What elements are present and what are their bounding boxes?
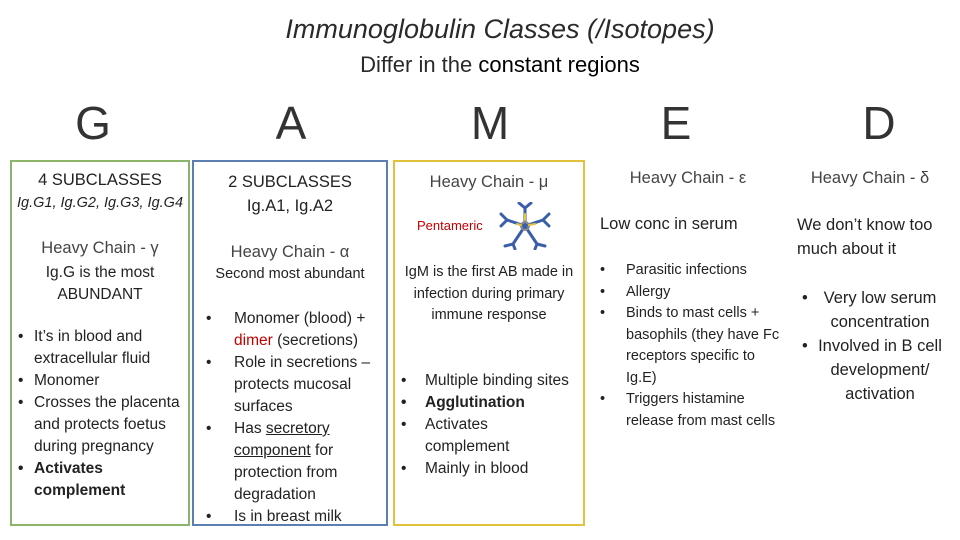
iga-bullet3-post: for protection from degradation xyxy=(234,442,338,503)
igg-bullet: It’s in blood and extracellular fluid xyxy=(12,326,182,370)
ige-bullet: Parasitic infections xyxy=(594,260,784,282)
iga-summary: Second most abundant xyxy=(215,266,365,282)
igd-bullet: Very low serum concentration xyxy=(796,286,950,334)
page-subtitle: Differ in the constant regions xyxy=(0,52,960,78)
ige-bullet: Triggers histamine release from mast cel… xyxy=(594,389,784,432)
igg-bullets: It’s in blood and extracellular fluid Mo… xyxy=(12,326,182,502)
igd-heavy-chain: Heavy Chain - δ xyxy=(810,169,930,187)
iga-secretory-component: secretory component xyxy=(234,420,330,459)
class-letter-d: D xyxy=(862,97,896,149)
class-letter-e: E xyxy=(660,97,692,149)
igm-bullet: Agglutination xyxy=(395,392,575,414)
ige-bullets: Parasitic infections Allergy Binds to ma… xyxy=(594,260,784,432)
class-letter-m: M xyxy=(470,97,510,149)
igg-subclasses-heading: 4 SUBCLASSES xyxy=(38,171,162,189)
ige-heavy-chain: Heavy Chain - ε xyxy=(629,169,747,187)
subtitle-plain: Differ in the xyxy=(360,52,479,77)
iga-subclasses-heading: 2 SUBCLASSES xyxy=(228,173,352,191)
igm-bullets: Multiple binding sites Agglutination Act… xyxy=(395,370,575,480)
igm-bullet: Multiple binding sites xyxy=(395,370,575,392)
igm-pentamer-icon xyxy=(499,202,551,250)
subtitle-emphasis: constant regions xyxy=(478,52,640,77)
iga-subclasses: Ig.A1, Ig.A2 xyxy=(246,197,334,215)
igm-summary: IgM is the first AB made in infection du… xyxy=(404,264,574,323)
igg-subclasses: Ig.G1, Ig.G2, Ig.G3, Ig.G4 xyxy=(16,195,184,211)
iga-bullet: Is in breast milk xyxy=(200,506,376,528)
class-letter-a: A xyxy=(275,97,307,149)
iga-dimer-text: dimer xyxy=(234,332,273,349)
igd-summary: We don’t know too much about it xyxy=(797,216,933,258)
iga-bullets: Monomer (blood) + dimer (secretions) Rol… xyxy=(200,308,376,528)
iga-bullet1-post: (secretions) xyxy=(277,332,359,349)
iga-bullet: Monomer (blood) + dimer (secretions) xyxy=(200,308,376,352)
ige-bullet: Allergy xyxy=(594,282,784,304)
iga-bullet3-pre: Has xyxy=(234,420,262,437)
ige-summary: Low conc in serum xyxy=(600,215,738,233)
igg-bullet: Crosses the placenta and protects foetus… xyxy=(12,392,182,458)
page-title: Immunoglobulin Classes (/Isotopes) xyxy=(285,14,715,44)
igg-panel: 4 SUBCLASSES Ig.G1, Ig.G2, Ig.G3, Ig.G4 … xyxy=(10,160,190,526)
iga-bullet: Has secretory component for protection f… xyxy=(200,418,376,506)
iga-panel: 2 SUBCLASSES Ig.A1, Ig.A2 Heavy Chain - … xyxy=(192,160,388,528)
ige-bullet: Binds to mast cells + basophils (they ha… xyxy=(594,303,784,389)
igg-summary: Ig.G is the most ABUNDANT xyxy=(45,264,155,303)
iga-bullet1-pre: Monomer (blood) + xyxy=(234,310,366,327)
igg-heavy-chain: Heavy Chain - γ xyxy=(41,239,159,257)
igd-bullet: Involved in B cell development/ activati… xyxy=(796,334,950,406)
igm-heavy-chain: Heavy Chain - μ xyxy=(429,173,549,191)
class-letter-g: G xyxy=(75,97,111,149)
igd-bullets: Very low serum concentration Involved in… xyxy=(796,286,950,406)
igg-bullet: Activates complement xyxy=(12,458,182,502)
igm-pentameric-label: Pentameric xyxy=(417,218,483,233)
igm-bullet: Mainly in blood xyxy=(395,458,575,480)
igg-bullet: Monomer xyxy=(12,370,182,392)
iga-heavy-chain: Heavy Chain - α xyxy=(230,243,350,261)
iga-bullet: Role in secretions – protects mucosal su… xyxy=(200,352,376,418)
igm-panel: Heavy Chain - μ Pentameric IgM is the fi… xyxy=(393,160,585,526)
igm-bullet: Activates complement xyxy=(395,414,575,458)
